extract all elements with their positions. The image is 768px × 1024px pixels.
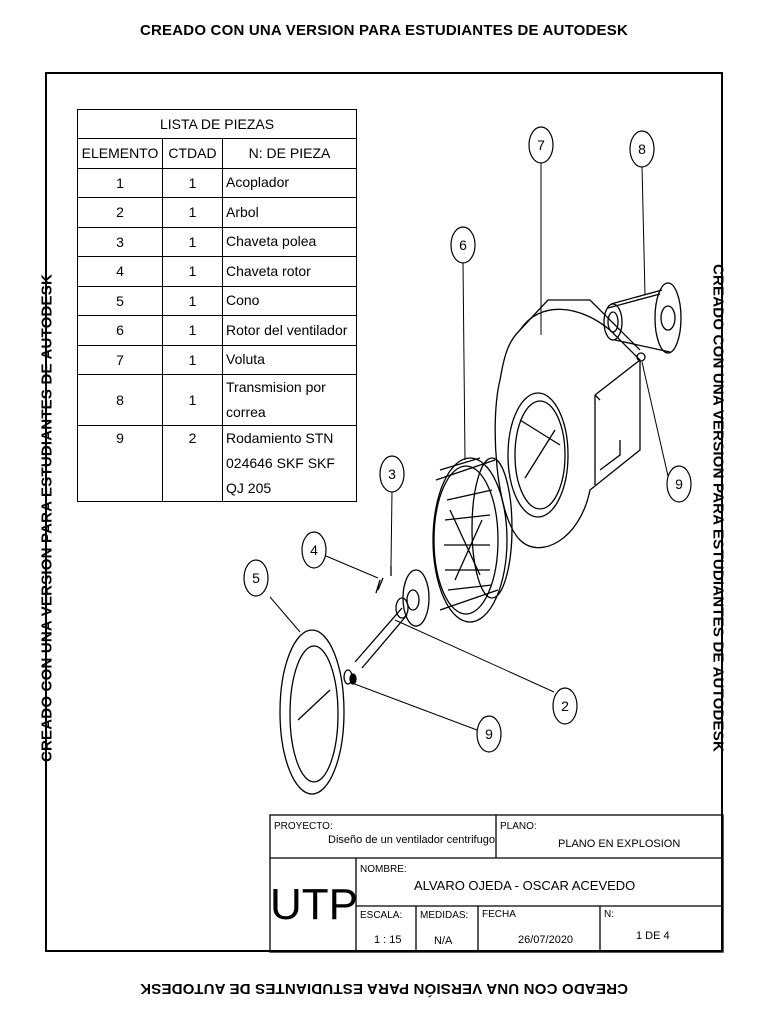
balloon-6-label: 6 [459,237,467,253]
leader-lines [269,163,669,731]
table-row: 1 1 Acoplador [77,167,357,198]
balloon-5-label: 5 [252,570,260,586]
table-row: 2 1 Arbol [77,197,357,228]
row-item: 9 [77,425,163,502]
sheet-number-value: 1 DE 4 [636,930,670,942]
coupling-part [395,569,430,627]
balloon-5 [243,559,269,597]
row-name: Arbol [222,197,357,228]
balloon-2 [552,687,578,725]
rotor-part [432,457,513,623]
proyecto-label: PROYECTO: [274,821,333,832]
row-qty: 2 [162,425,223,502]
fecha-value: 26/07/2020 [518,934,574,946]
row-qty: 1 [162,256,223,287]
row-name: Chaveta rotor [222,256,357,287]
row-qty: 1 [162,226,223,257]
row-name: Voluta [222,344,357,375]
plano-value: PLANO EN EXPLOSION [558,838,681,850]
balloon-4 [301,531,327,569]
table-row: 3 1 Chaveta polea [77,226,357,257]
row-name: Acoplador [222,167,357,198]
row-qty: 1 [162,285,223,316]
row-item: 4 [77,256,163,287]
row-item: 5 [77,285,163,316]
table-row: 4 1 Chaveta rotor [77,256,357,287]
balloon-4-label: 4 [310,542,318,558]
table-row: 8 1 Transmision por correa [77,374,357,426]
row-qty: 1 [162,344,223,375]
balloon-9-upper-label: 9 [675,476,683,492]
escala-label: ESCALA: [360,910,403,921]
balloon-8 [629,130,655,168]
row-name: Cono [222,285,357,316]
header-n-de-pieza: N: DE PIEZA [222,138,357,169]
belt-transmission-part [603,282,682,362]
balloon-3 [379,455,405,493]
row-qty: 1 [162,167,223,198]
cone-part [279,629,345,795]
medidas-label: MEDIDAS: [420,910,469,921]
row-name: Rodamiento STN 024646 SKF SKF QJ 205 [222,425,357,502]
table-row: 9 2 Rodamiento STN 024646 SKF SKF QJ 205 [77,425,357,502]
header-elemento: ELEMENTO [77,138,163,169]
balloon-8-label: 8 [638,141,646,157]
nombre-label: NOMBRE: [360,864,407,875]
row-qty: 1 [162,197,223,228]
table-row: 5 1 Cono [77,285,357,316]
table-row: 6 1 Rotor del ventilador [77,315,357,346]
row-item: 1 [77,167,163,198]
fecha-label: FECHA [482,909,516,920]
table-row: 7 1 Voluta [77,344,357,375]
nombre-value: ALVARO OJEDA - OSCAR ACEVEDO [414,878,636,893]
plano-label: PLANO: [500,821,537,832]
balloon-7-label: 7 [537,137,545,153]
header-ctdad: CTDAD [162,138,223,169]
medidas-value: N/A [434,935,453,947]
sheet-number-label: N: [604,909,614,920]
parts-list-title: LISTA DE PIEZAS [77,109,357,139]
row-qty: 1 [162,315,223,346]
row-name: Transmision por correa [222,374,357,426]
row-qty: 1 [162,374,223,426]
row-item: 2 [77,197,163,228]
row-name: Rotor del ventilador [222,315,357,346]
escala-value: 1 : 15 [374,934,402,946]
row-item: 3 [77,226,163,257]
balloon-3-label: 3 [388,466,396,482]
watermark-top: CREADO CON UNA VERSION PARA ESTUDIANTES … [139,22,629,39]
shaft-part [343,607,408,685]
parts-list-table: LISTA DE PIEZAS ELEMENTO CTDAD N: DE PIE… [77,109,357,502]
row-item: 7 [77,344,163,375]
drawing-frame [45,72,723,952]
balloon-7 [528,126,554,164]
balloon-6 [450,226,476,264]
title-block-grid [269,814,724,953]
row-item: 8 [77,374,163,426]
volute-part [494,299,641,549]
row-item: 6 [77,315,163,346]
balloon-9-lower-label: 9 [485,726,493,742]
utp-logo: UTP [270,880,358,929]
row-name-line2: 024646 SKF SKF QJ 205 [226,455,335,496]
row-name: Chaveta polea [222,226,357,257]
row-name-line1: Rodamiento STN [226,430,334,446]
rotor-key-part [375,577,384,594]
proyecto-value: Diseño de un ventilador centrifugo [328,834,495,846]
balloon-9-upper [666,465,692,503]
balloon-2-label: 2 [561,698,569,714]
balloon-9-lower [476,715,502,753]
